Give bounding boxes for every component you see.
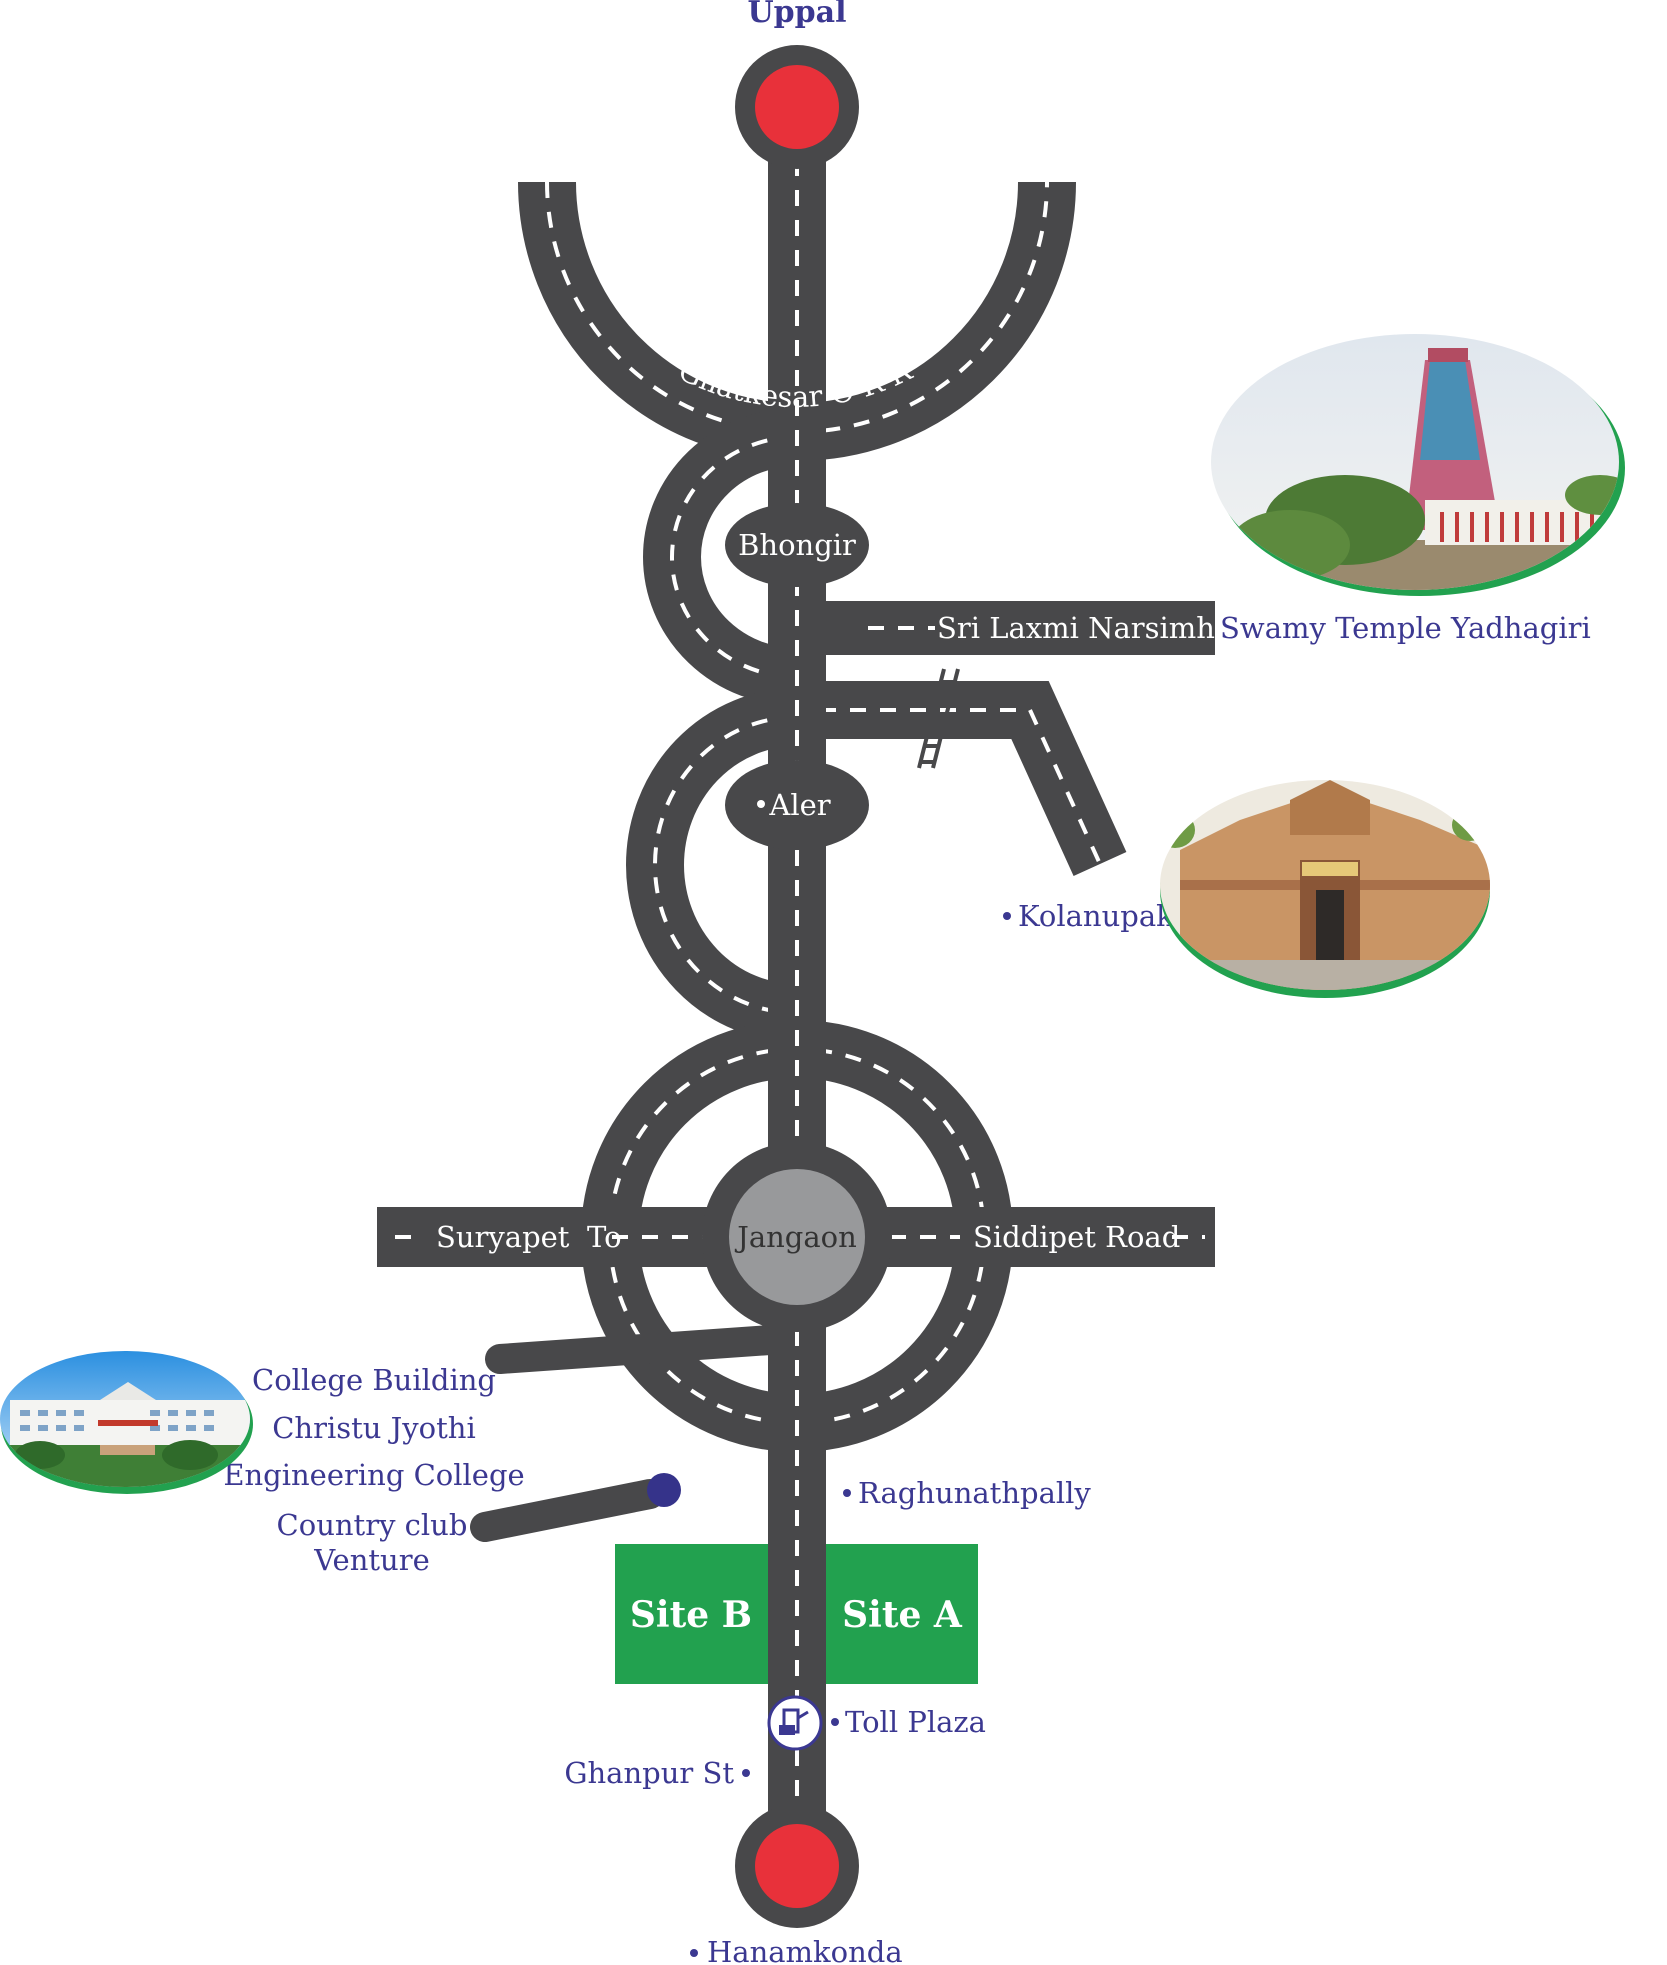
bhongir-loop-road <box>643 408 798 706</box>
temple-road <box>797 601 1215 655</box>
kolanupaka-road <box>797 681 1127 877</box>
kolanupaka-temple-image <box>1160 780 1490 998</box>
country-club-road <box>470 1473 681 1542</box>
toll-plaza-label: Toll Plaza <box>845 1705 986 1739</box>
railway-track-icon <box>917 668 960 769</box>
site-a-label: Site A <box>842 1594 963 1636</box>
venture-label: Venture <box>313 1543 429 1577</box>
aler-node: Aler <box>725 760 869 850</box>
ghanpur-label: Ghanpur St <box>564 1756 734 1790</box>
uppal-label: Uppal <box>748 0 847 30</box>
toll-booth-icon <box>767 1695 823 1751</box>
jangaon-hub: Jangaon <box>702 1142 892 1332</box>
to-label: To <box>587 1220 622 1254</box>
aler-loop-road <box>626 688 798 1042</box>
yadhagiri-temple-image <box>1211 334 1625 596</box>
suryapet-label: Suryapet <box>436 1220 570 1254</box>
temple-road-label: Sri Laxmi Narsimha <box>937 611 1232 645</box>
country-club-label: Country club <box>277 1508 468 1542</box>
site-a[interactable]: Site A <box>826 1544 978 1684</box>
college-road <box>485 1325 785 1374</box>
raghunathpally-label: Raghunathpally <box>858 1476 1091 1510</box>
hanamkonda-endpoint <box>735 1804 859 1928</box>
temple-road-label-cont: Swamy Temple Yadhagiri <box>1220 611 1591 645</box>
jangaon-label: Jangaon <box>734 1220 857 1254</box>
hanamkonda-label: Hanamkonda <box>707 1935 903 1965</box>
aler-label: Aler <box>768 788 830 822</box>
main-highway <box>768 105 826 1865</box>
college-building-image <box>0 1351 253 1494</box>
site-b[interactable]: Site B <box>615 1544 768 1684</box>
bhongir-node: Bhongir <box>725 503 869 587</box>
uppal-endpoint <box>735 45 859 169</box>
christu-jyothi-label: Christu Jyothi <box>272 1411 476 1445</box>
bhongir-label: Bhongir <box>738 528 856 562</box>
site-b-label: Site B <box>630 1594 752 1636</box>
siddipet-road-label: Siddipet Road <box>973 1220 1180 1254</box>
college-building-label: College Building <box>252 1363 496 1397</box>
engineering-college-label: Engineering College <box>223 1458 524 1492</box>
